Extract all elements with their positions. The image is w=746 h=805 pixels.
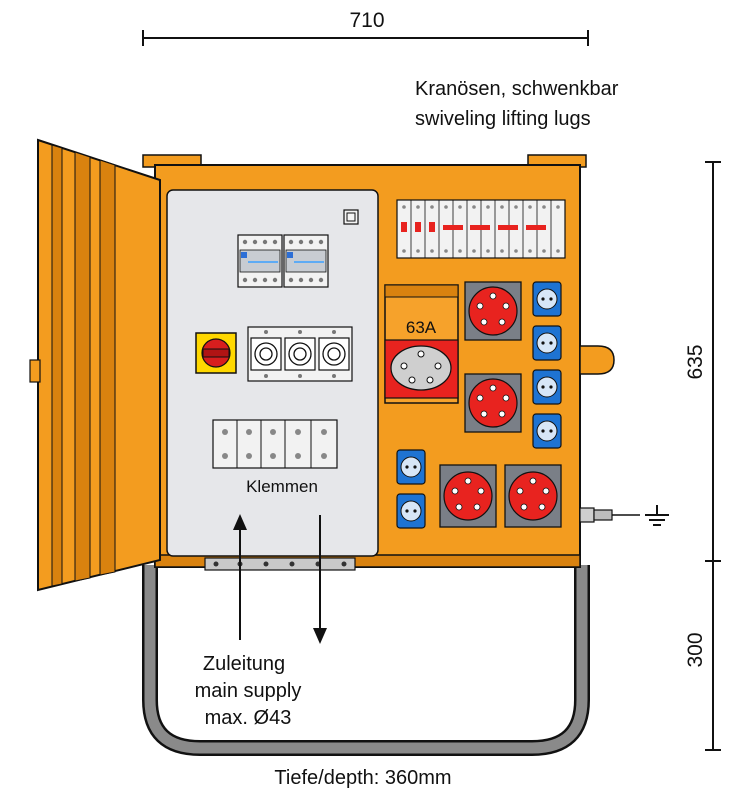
cee-socket bbox=[439, 464, 497, 528]
supply-arrows bbox=[233, 514, 327, 644]
width-label: 710 bbox=[349, 9, 384, 32]
panel-lock-icon bbox=[343, 209, 359, 225]
door-latch bbox=[29, 359, 41, 383]
rotary-switch-icon bbox=[195, 332, 237, 374]
schuko-socket bbox=[532, 325, 562, 361]
lifting-lugs-label-de: Kranösen, schwenkbar bbox=[415, 78, 619, 100]
terminals-label: Klemmen bbox=[246, 477, 318, 496]
supply-label-en: main supply bbox=[195, 680, 302, 702]
schuko-socket bbox=[396, 449, 426, 485]
supply-label-max: max. Ø43 bbox=[205, 707, 292, 729]
cee-socket bbox=[504, 464, 562, 528]
cee-socket bbox=[464, 281, 522, 341]
side-handle bbox=[579, 345, 615, 375]
width-dimension: 710 bbox=[142, 9, 589, 46]
mcb-row bbox=[396, 199, 566, 259]
terminal-block bbox=[212, 419, 338, 469]
height-frame-label: 300 bbox=[684, 632, 707, 667]
schuko-socket bbox=[396, 493, 426, 529]
socket-63a bbox=[384, 284, 459, 404]
lifting-lugs-label-en: swiveling lifting lugs bbox=[415, 108, 591, 130]
height-dimension: 635 300 bbox=[684, 161, 721, 751]
socket-63a-label: 63A bbox=[406, 318, 437, 337]
rcd-breakers bbox=[237, 234, 329, 288]
ground-symbol-icon bbox=[645, 505, 669, 526]
cee-socket bbox=[464, 373, 522, 433]
schuko-socket bbox=[532, 369, 562, 405]
cable-glands bbox=[204, 557, 356, 571]
schuko-socket bbox=[532, 281, 562, 317]
schuko-socket bbox=[532, 413, 562, 449]
height-cabinet-label: 635 bbox=[684, 344, 707, 379]
cabinet-door-open bbox=[29, 138, 161, 592]
fuse-holders bbox=[247, 326, 353, 382]
supply-label-de: Zuleitung bbox=[203, 653, 285, 675]
ground-stud bbox=[579, 507, 640, 523]
depth-label: Tiefe/depth: 360mm bbox=[274, 767, 451, 789]
